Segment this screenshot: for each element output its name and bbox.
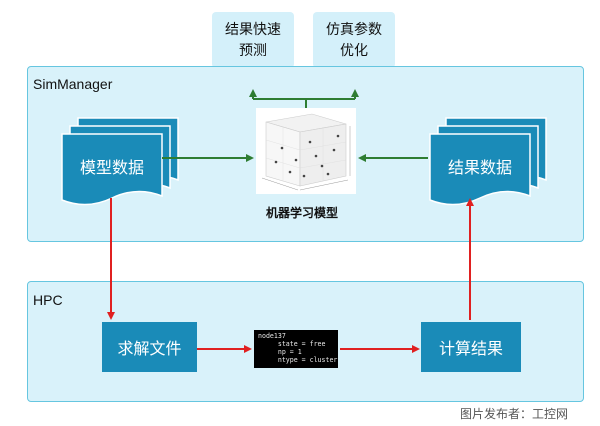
terminal-output: node137 state = free np = 1 ntype = clus… <box>254 330 338 368</box>
result-prediction-line2: 预测 <box>239 43 267 59</box>
watermark: 图片发布者：工控网 <box>460 407 569 421</box>
ml-model-caption: 机器学习模型 <box>266 206 339 220</box>
parameter-optimization-line1: 仿真参数 <box>326 22 382 38</box>
result-data-stack <box>429 117 547 206</box>
result-prediction-box: 结果快速 预测 <box>212 12 294 68</box>
model-data-stack <box>61 117 179 206</box>
hpc-label: HPC <box>33 292 63 308</box>
terminal-line-2: state = free <box>258 340 326 348</box>
arrow-ml-to-top <box>249 89 359 108</box>
terminal-line-3: np = 1 <box>258 348 302 356</box>
simmanager-label: SimManager <box>33 76 113 92</box>
terminal-line-1: node137 <box>258 332 286 340</box>
terminal-line-4: ntype = cluster <box>258 356 338 364</box>
compute-result-node: 计算结果 <box>421 322 521 372</box>
result-data-label: 结果数据 <box>447 158 512 177</box>
ml-model-plot <box>256 108 356 194</box>
result-prediction-line1: 结果快速 <box>225 22 281 38</box>
parameter-optimization-line2: 优化 <box>340 43 368 59</box>
model-data-label: 模型数据 <box>79 158 144 177</box>
parameter-optimization-box: 仿真参数 优化 <box>313 12 395 68</box>
solve-file-node: 求解文件 <box>102 322 197 372</box>
